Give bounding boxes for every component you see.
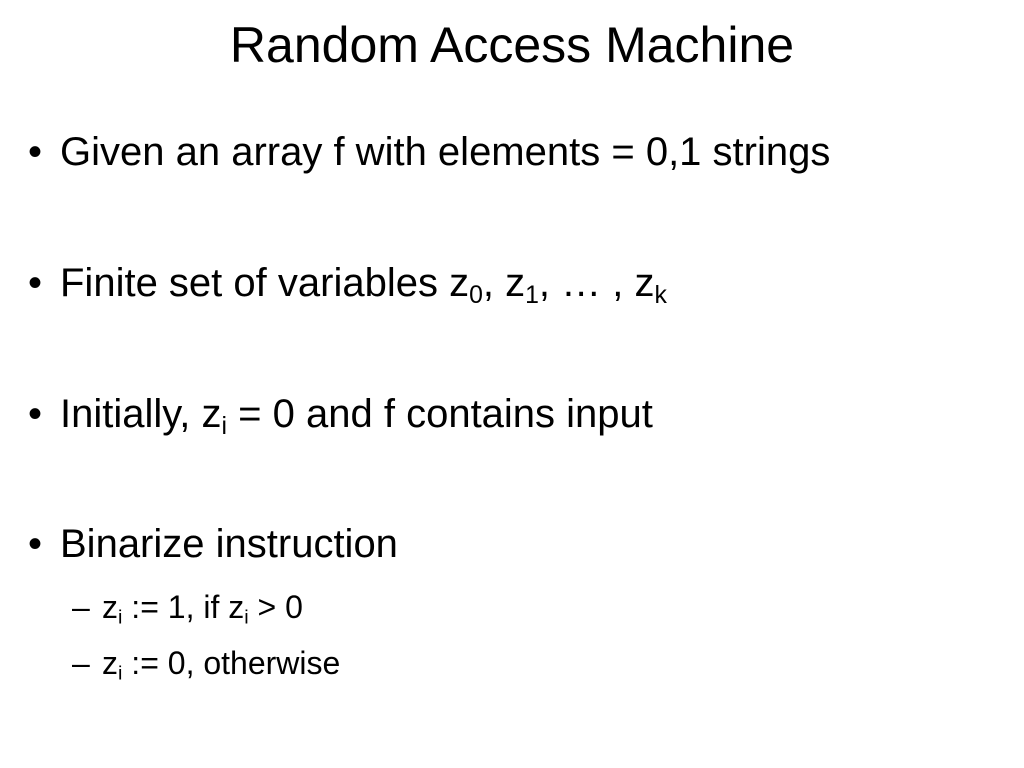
text-segment: z xyxy=(102,589,118,625)
slide-title: Random Access Machine xyxy=(229,17,795,73)
subscript: 0 xyxy=(469,281,483,309)
subscript: i xyxy=(118,662,123,685)
subitem-dash: – xyxy=(72,645,90,681)
text-segment: := 0, otherwise xyxy=(122,645,341,681)
bullet-dot: • xyxy=(28,130,43,174)
subscript: 1 xyxy=(525,281,539,309)
bullet-dot: • xyxy=(28,261,43,305)
bullet-dot: • xyxy=(28,522,43,566)
subscript: i xyxy=(118,606,123,629)
bullet-text: Binarize instruction xyxy=(60,522,398,566)
text-segment: z xyxy=(102,645,118,681)
subitem-text: zi := 0, otherwise xyxy=(102,643,340,683)
subscript: i xyxy=(221,412,228,440)
text-segment: , z xyxy=(482,261,526,305)
text-segment: Initially, z xyxy=(60,392,222,436)
text-segment: := 1, if z xyxy=(122,589,245,625)
subitem-dash: – xyxy=(72,589,90,625)
text-segment: > 0 xyxy=(248,589,303,625)
text-segment: = 0 and f contains input xyxy=(227,392,653,436)
bullet-text: Given an array f with elements = 0,1 str… xyxy=(60,130,831,174)
text-segment: Finite set of variables z xyxy=(60,261,470,305)
bullet-text: Finite set of variables z0, z1, … , zk xyxy=(60,259,667,309)
bullet-dot: • xyxy=(28,392,43,436)
subitem-text: zi := 1, if zi > 0 xyxy=(102,587,303,627)
subscript: k xyxy=(654,281,667,309)
bullet-text: Initially, zi = 0 and f contains input xyxy=(60,390,653,440)
subscript: i xyxy=(244,606,249,629)
text-segment: , … , z xyxy=(538,261,655,305)
